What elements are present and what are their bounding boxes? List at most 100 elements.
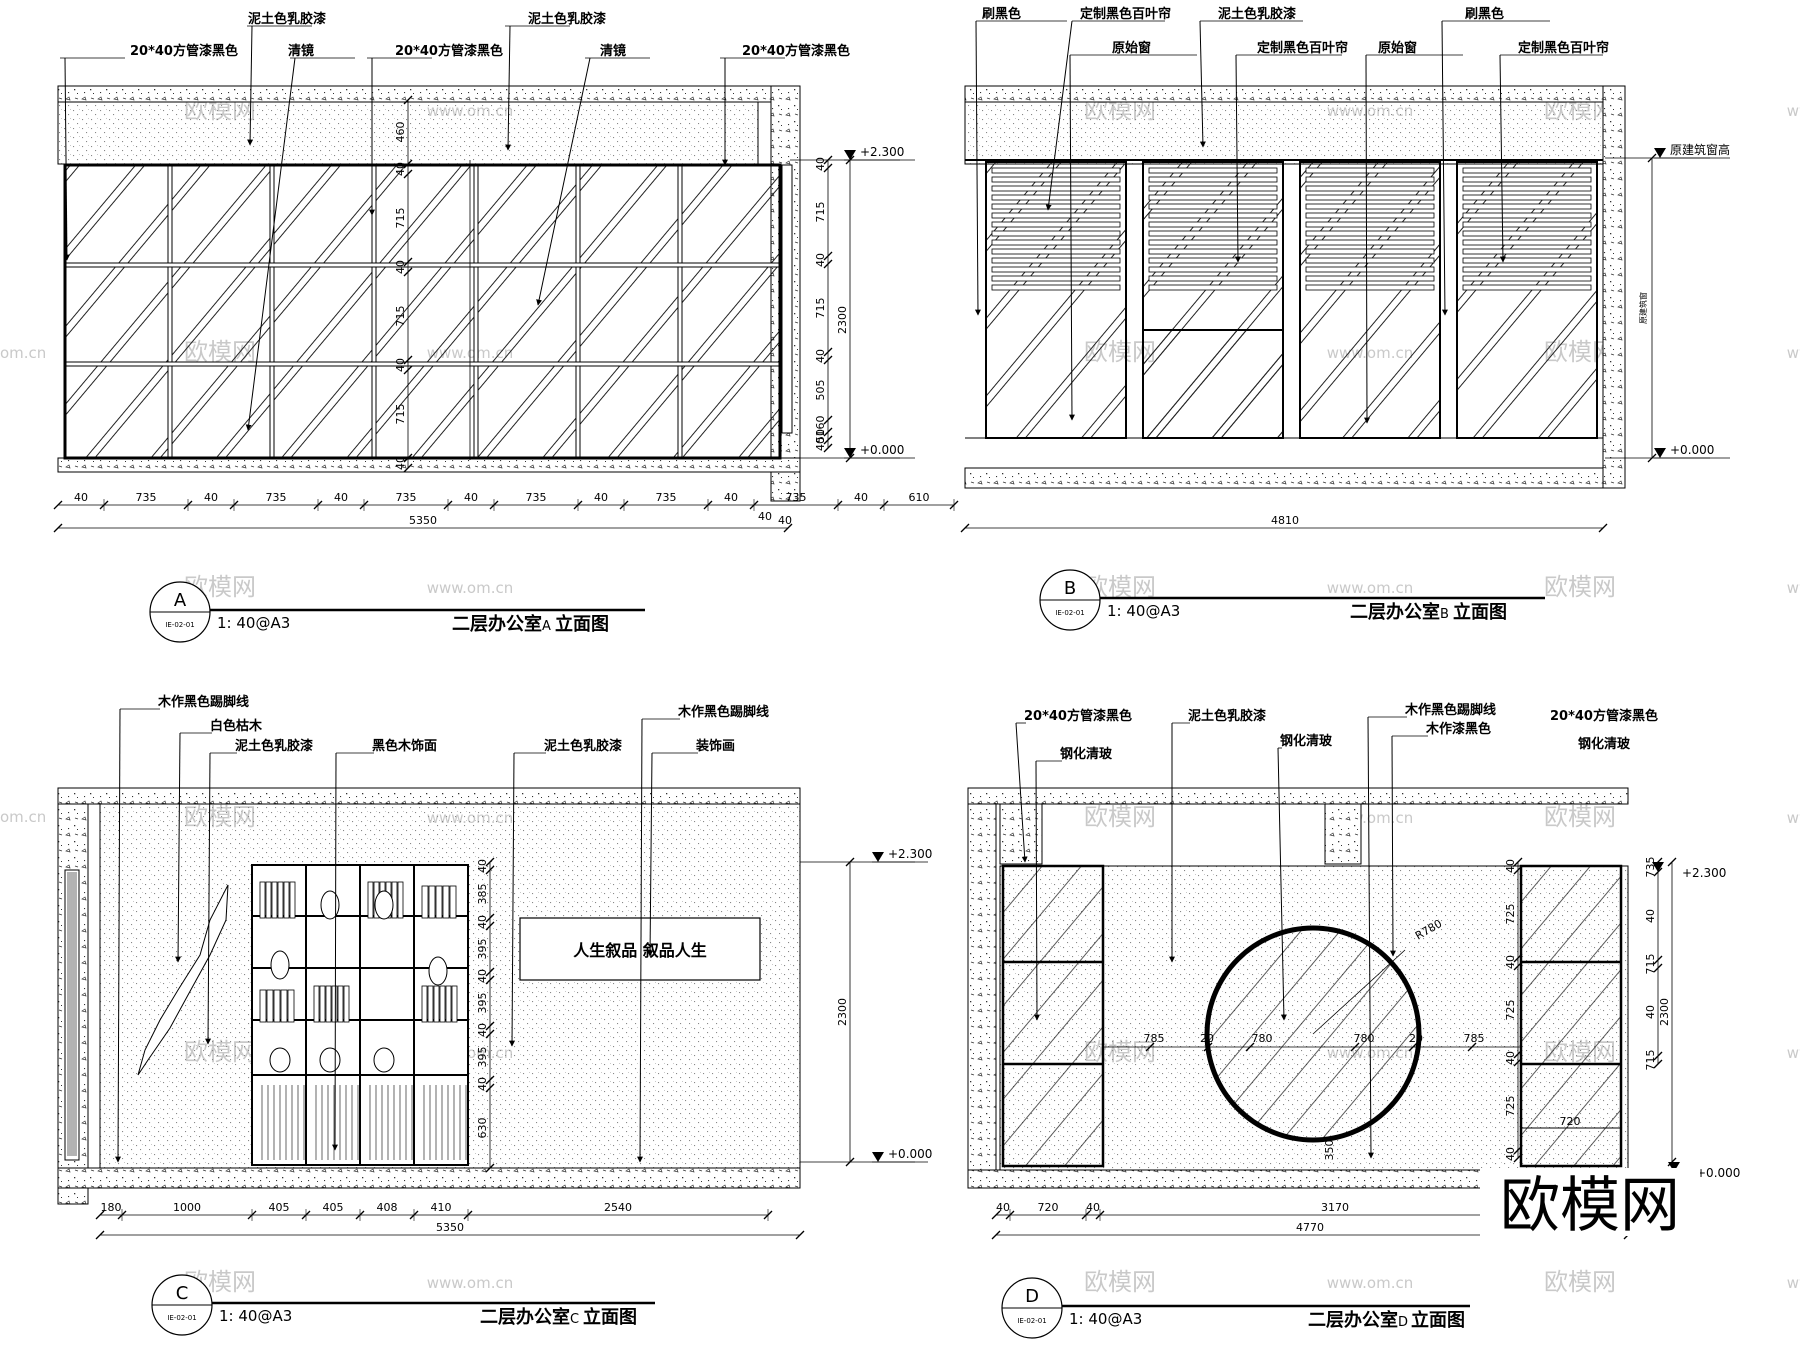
book xyxy=(337,985,344,1023)
dim-label: 630 xyxy=(476,1118,489,1139)
watermark-url: www.om.cn xyxy=(427,1274,514,1292)
dim-tick xyxy=(1145,1042,1155,1052)
book xyxy=(283,881,290,919)
book xyxy=(319,985,326,1023)
dim-label: 40 xyxy=(74,491,88,504)
callout-leader xyxy=(245,57,296,431)
dim-tick xyxy=(1647,453,1657,463)
drawing-title-mark: C xyxy=(570,1312,579,1327)
level-value: +0.000 xyxy=(888,1147,932,1161)
dim-label: 40 xyxy=(1086,1201,1100,1214)
glass-wall xyxy=(64,164,781,459)
blind-slat xyxy=(1148,185,1278,192)
blind-slat xyxy=(1305,176,1435,183)
blind-slat xyxy=(1305,230,1435,237)
glass-cabinet-right xyxy=(1519,864,1623,1168)
dim-label: 715 xyxy=(814,298,827,319)
book xyxy=(367,881,374,919)
drawing-title: 二层办公室 xyxy=(480,1306,570,1328)
material-callout: 清镜 xyxy=(600,43,626,59)
dim-label: 40 xyxy=(476,859,489,873)
dim-tick xyxy=(1350,1042,1360,1052)
mullion xyxy=(473,164,479,459)
blind-slat xyxy=(1462,176,1592,183)
material-callout: 清镜 xyxy=(288,43,314,59)
side-wall xyxy=(967,803,997,1175)
blind-slat xyxy=(991,167,1121,174)
dim-label: 50 xyxy=(814,429,827,443)
blind-slat xyxy=(1305,203,1435,210)
dim-label: 40 xyxy=(1504,1051,1517,1065)
level-value: +0.000 xyxy=(860,443,904,457)
drawing-title: 二层办公室 xyxy=(1350,601,1440,623)
dim-label: 2540 xyxy=(604,1201,632,1214)
dim-label: 410 xyxy=(431,1201,452,1214)
floor-slab xyxy=(57,1167,801,1189)
dim-tick xyxy=(783,523,793,533)
material-callout: 20*40方管漆黑色 xyxy=(130,43,238,59)
drawing-scale: 1: 40@A3 xyxy=(219,1307,292,1325)
material-callout: 20*40方管漆黑色 xyxy=(1024,708,1132,724)
level-value: +2.300 xyxy=(1682,866,1726,880)
mullion xyxy=(371,164,377,459)
blind-slat xyxy=(991,239,1121,246)
dim-tick xyxy=(823,443,833,453)
blind-slat xyxy=(1462,203,1592,210)
dim-label: 610 xyxy=(909,491,930,504)
callout-leader xyxy=(1199,20,1206,148)
watermark-url: www.om.cn xyxy=(1787,809,1800,827)
material-callout: 木作黑色踢脚线 xyxy=(677,704,769,720)
book xyxy=(325,985,332,1023)
material-callout: 黑色木饰面 xyxy=(372,738,437,754)
blind-slat xyxy=(1305,167,1435,174)
dim-label: 725 xyxy=(1504,1096,1517,1117)
material-callout: 刷黑色 xyxy=(982,6,1021,22)
vase xyxy=(373,1047,395,1073)
watermark-url: www.om.cn xyxy=(1787,1274,1800,1292)
mullion xyxy=(677,164,683,459)
dim-label: 40 xyxy=(814,437,827,451)
dim-label: 5350 xyxy=(409,514,437,527)
callout-leader xyxy=(1234,54,1241,263)
header-block xyxy=(1324,803,1362,865)
dim-tick xyxy=(53,523,63,533)
blind-slat xyxy=(1462,212,1592,219)
dim-label: 460 xyxy=(394,122,407,143)
material-callout: 20*40方管漆黑色 xyxy=(742,43,850,59)
drawing-title-mark: B xyxy=(1440,607,1449,622)
drawing-letter: D xyxy=(1025,1286,1039,1307)
material-callout: 泥土色乳胶漆 xyxy=(528,11,606,27)
dim-label: 720 xyxy=(1038,1201,1059,1214)
material-callout: 木作黑色踢脚线 xyxy=(1404,702,1496,718)
book xyxy=(273,989,281,1023)
dim-label: 40 xyxy=(1504,859,1517,873)
level-value: +0.000 xyxy=(1696,1166,1740,1180)
dim-tick xyxy=(95,1230,105,1240)
dim-label: 40 xyxy=(394,162,407,176)
dim-label: 160 xyxy=(814,416,827,437)
blind-slat xyxy=(1148,230,1278,237)
drawing-title: 立面图 xyxy=(1453,601,1507,623)
blind-slat xyxy=(1462,221,1592,228)
callout-leader xyxy=(1277,747,1287,1021)
transom xyxy=(64,361,781,367)
dim-label: 4770 xyxy=(1296,1221,1324,1234)
material-callout: 木作黑色踢脚线 xyxy=(157,694,249,710)
drawing-scale: 1: 40@A3 xyxy=(1107,602,1180,620)
blind-slat xyxy=(991,221,1121,228)
watermark-url: www.om.cn xyxy=(1787,344,1800,362)
material-callout: 木作漆黑色 xyxy=(1425,721,1491,737)
watermark-url: om.cn xyxy=(0,344,46,362)
callout-leader xyxy=(175,732,182,963)
dim-tick xyxy=(960,523,970,533)
dim-label: 40 xyxy=(464,491,478,504)
watermark-url: www.om.cn xyxy=(427,579,514,597)
blind-slat xyxy=(1462,230,1592,237)
vase xyxy=(428,956,448,986)
dim-label: 40 xyxy=(476,915,489,929)
ceiling-slab xyxy=(57,787,801,805)
dim-label: 5350 xyxy=(436,1221,464,1234)
blind-slat xyxy=(1148,167,1278,174)
dim-tick xyxy=(1467,1042,1477,1052)
